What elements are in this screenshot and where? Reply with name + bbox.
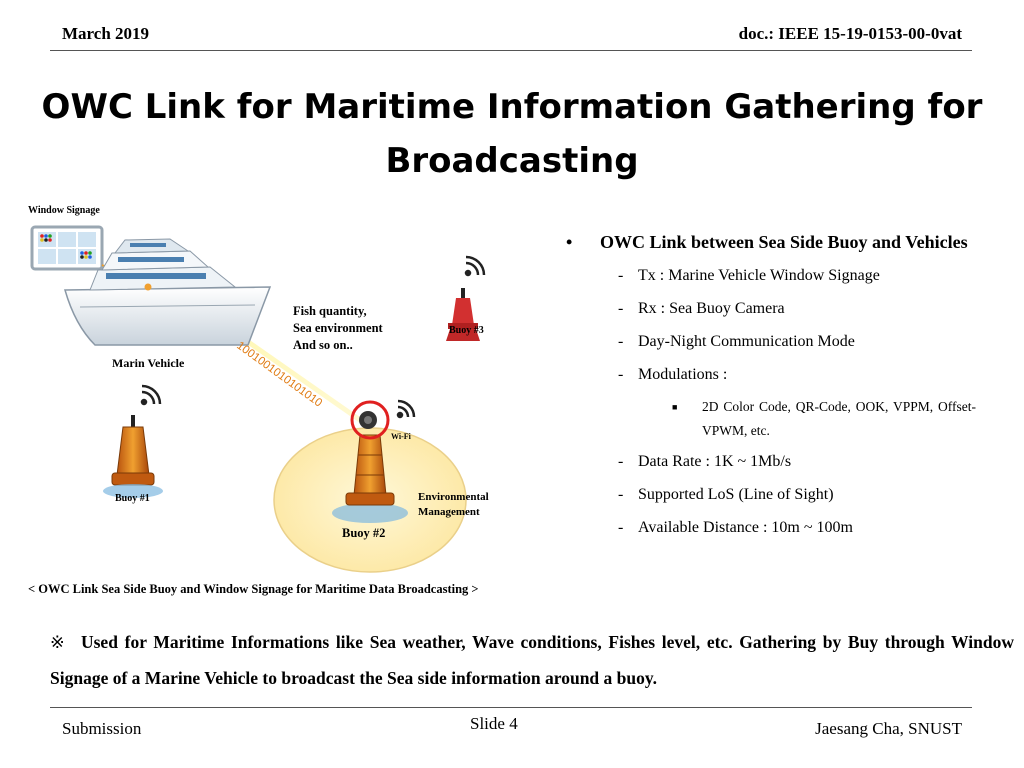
dash-icon: - xyxy=(618,366,624,383)
sub-list-item: ■ 2D Color Code, QR-Code, OOK, VPPM, Off… xyxy=(566,395,976,443)
maritime-illustration: 1001001010101010 xyxy=(30,225,486,573)
maritime-figure: 1001001010101010 Window Signage Marin Ve… xyxy=(20,195,560,605)
label-environmental: Environmental Management xyxy=(418,490,489,520)
label-buoy-2: Buoy #2 xyxy=(342,526,386,540)
footer-rule xyxy=(50,707,972,708)
buoy-1-icon xyxy=(103,415,163,498)
usage-note-text: Used for Maritime Informations like Sea … xyxy=(50,632,1014,688)
label-env-line2: Management xyxy=(418,506,480,518)
main-bullet: • OWC Link between Sea Side Buoy and Veh… xyxy=(566,226,976,259)
bullet-dot-icon: • xyxy=(566,232,573,252)
modulations-detail: 2D Color Code, QR-Code, OOK, VPPM, Offse… xyxy=(702,399,976,438)
list-item-text: Available Distance : 10m ~ 100m xyxy=(638,519,853,536)
label-wifi: Wi-Fi xyxy=(391,432,411,441)
window-signage-panel xyxy=(30,225,104,271)
header-doc-id: doc.: IEEE 15-19-0153-00-0vat xyxy=(738,24,962,43)
list-item-text: Data Rate : 1K ~ 1Mb/s xyxy=(638,453,792,470)
dash-icon: - xyxy=(618,333,624,350)
dash-icon: - xyxy=(618,300,624,317)
figure-caption: < OWC Link Sea Side Buoy and Window Sign… xyxy=(28,582,479,596)
footer-submission: Submission xyxy=(62,719,142,738)
list-item: -Tx : Marine Vehicle Window Signage xyxy=(566,259,976,292)
list-item: -Supported LoS (Line of Sight) xyxy=(566,478,976,511)
label-window-signage: Window Signage xyxy=(28,205,100,216)
list-item-text: Modulations : xyxy=(638,366,728,383)
camera-icon xyxy=(359,411,377,429)
main-bullet-text: OWC Link between Sea Side Buoy and Vehic… xyxy=(600,232,968,252)
wifi-icon xyxy=(464,255,486,277)
footer-slide-number: Slide 4 xyxy=(470,714,518,733)
label-info-line3: And so on.. xyxy=(293,338,353,352)
buoy-2-icon xyxy=(345,434,395,506)
label-info-line2: Sea environment xyxy=(293,321,383,335)
color-code-dots xyxy=(40,234,92,259)
label-info: Fish quantity, Sea environment And so on… xyxy=(293,303,383,354)
footer-author: Jaesang Cha, SNUST xyxy=(815,719,962,738)
camera-highlight-circle xyxy=(350,400,390,440)
list-item: -Data Rate : 1K ~ 1Mb/s xyxy=(566,445,976,478)
bullet-list: • OWC Link between Sea Side Buoy and Veh… xyxy=(566,226,976,544)
label-marin-vehicle: Marin Vehicle xyxy=(112,356,185,370)
list-item: -Available Distance : 10m ~ 100m xyxy=(566,511,976,544)
label-env-line1: Environmental xyxy=(418,491,489,503)
list-item-text: Rx : Sea Buoy Camera xyxy=(638,300,785,317)
label-buoy-1: Buoy #1 xyxy=(115,493,150,504)
reference-mark-icon: ※ xyxy=(50,632,67,652)
header-rule xyxy=(50,50,972,51)
dash-icon: - xyxy=(618,267,624,284)
ship-icon xyxy=(64,238,272,346)
header-date: March 2019 xyxy=(62,24,150,43)
dash-icon: - xyxy=(618,453,624,470)
list-item: -Day-Night Communication Mode xyxy=(566,325,976,358)
usage-note: ※Used for Maritime Informations like Sea… xyxy=(50,624,1014,696)
list-item-text: Day-Night Communication Mode xyxy=(638,333,855,350)
wifi-icon-buoy2 xyxy=(396,399,416,419)
dash-icon: - xyxy=(618,486,624,503)
label-info-line1: Fish quantity, xyxy=(293,304,367,318)
list-item: -Rx : Sea Buoy Camera xyxy=(566,292,976,325)
list-item-text: Tx : Marine Vehicle Window Signage xyxy=(638,267,880,284)
list-item: -Modulations : xyxy=(566,358,976,391)
dash-icon: - xyxy=(618,519,624,536)
label-buoy-3: Buoy #3 xyxy=(449,325,484,336)
buoy-3-icon xyxy=(446,288,480,341)
slide-title: OWC Link for Maritime Information Gather… xyxy=(41,87,983,181)
square-bullet-icon: ■ xyxy=(672,402,678,412)
list-item-text: Supported LoS (Line of Sight) xyxy=(638,486,834,503)
wifi-icon-buoy1 xyxy=(140,384,162,406)
